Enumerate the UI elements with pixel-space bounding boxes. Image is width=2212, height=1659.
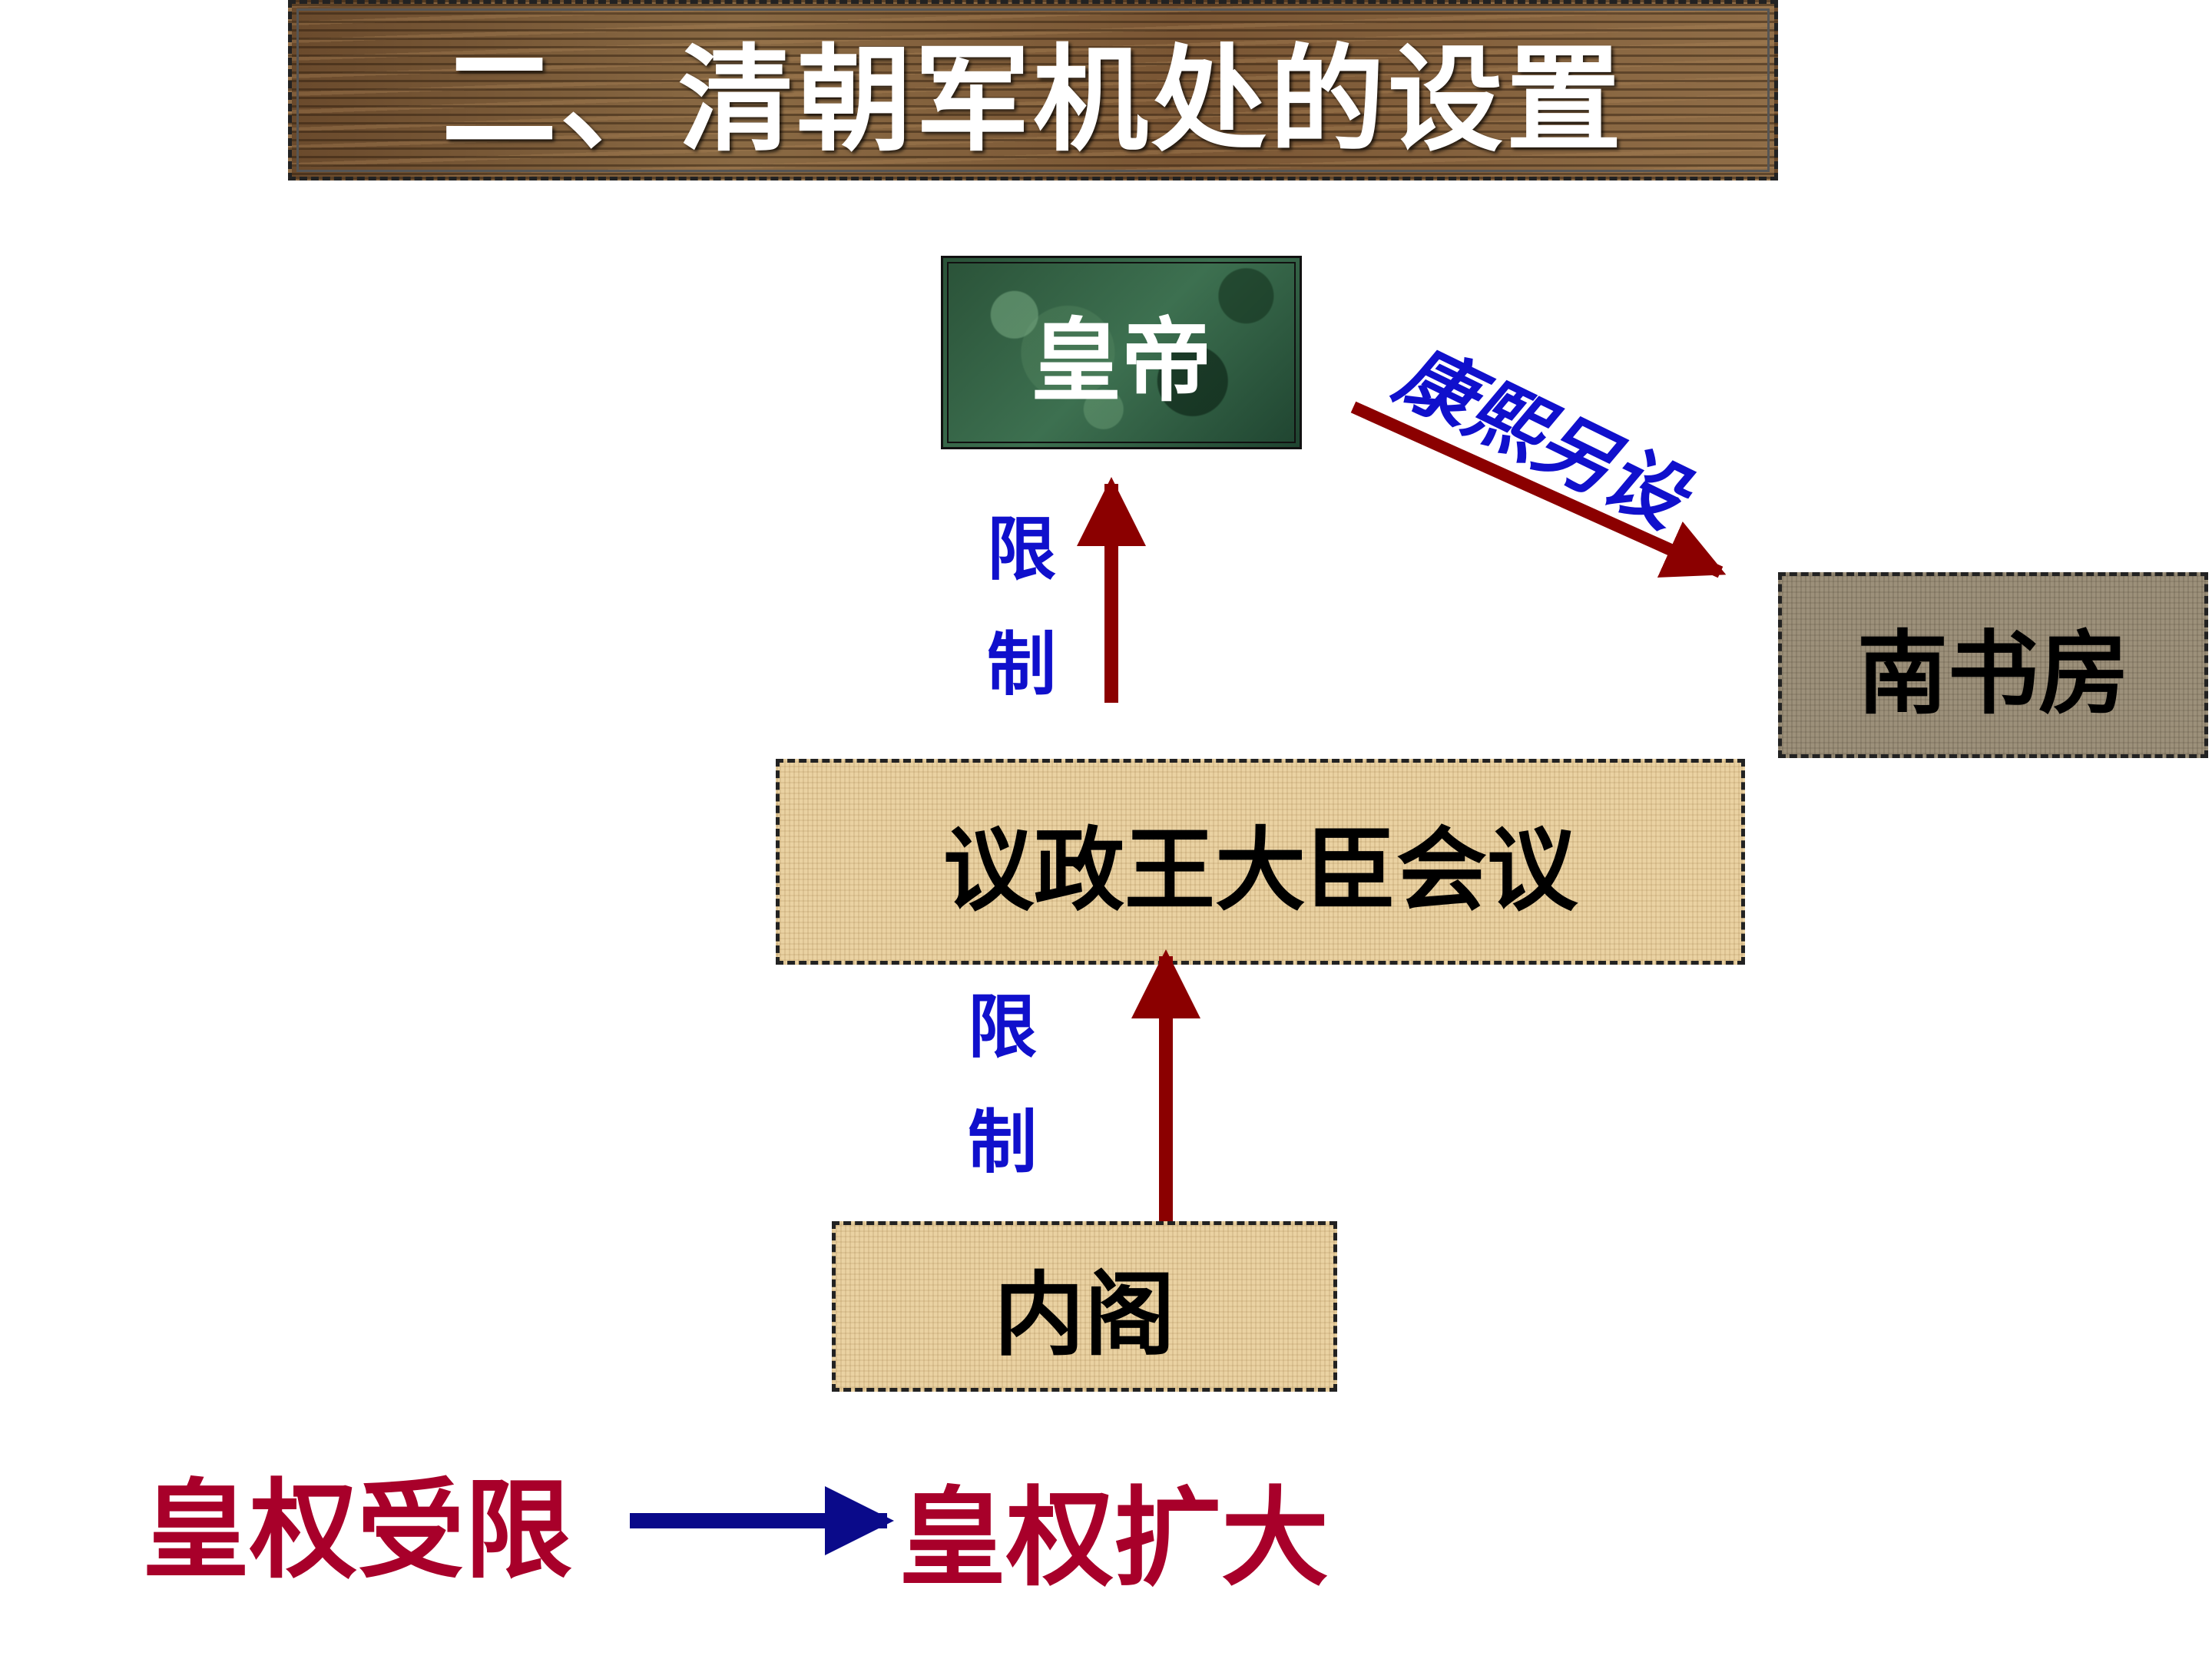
node-cabinet-label: 内阁	[993, 1261, 1175, 1368]
node-south-study-label: 南书房	[1856, 620, 2129, 727]
edge-label-restrict-upper-char-2: 制	[987, 624, 1056, 705]
edge-label-restrict-lower-char-2: 制	[968, 1101, 1037, 1183]
conclusion-to: 皇权扩大	[899, 1475, 1330, 1601]
edge-label-restrict-upper-char-1: 限	[987, 508, 1056, 590]
conclusion-from: 皇权受限	[142, 1468, 573, 1594]
edge-label-restrict-lower: 限 制	[956, 969, 1048, 1200]
node-council-label: 议政王大臣会议	[942, 816, 1578, 923]
arrow-emperor-to-south-study	[1350, 401, 1727, 578]
edge-label-restrict-lower-char-1: 限	[968, 986, 1037, 1068]
edge-label-restrict-upper: 限 制	[975, 492, 1068, 722]
node-south-study: 南书房	[1778, 572, 2208, 758]
node-emperor: 皇帝	[941, 256, 1302, 449]
title-banner: 二、清朝军机处的设置	[288, 0, 1778, 180]
node-emperor-label: 皇帝	[1030, 307, 1212, 414]
node-cabinet: 内阁	[832, 1221, 1337, 1392]
page-title: 二、清朝军机处的设置	[441, 34, 1624, 167]
node-council: 议政王大臣会议	[776, 759, 1745, 965]
